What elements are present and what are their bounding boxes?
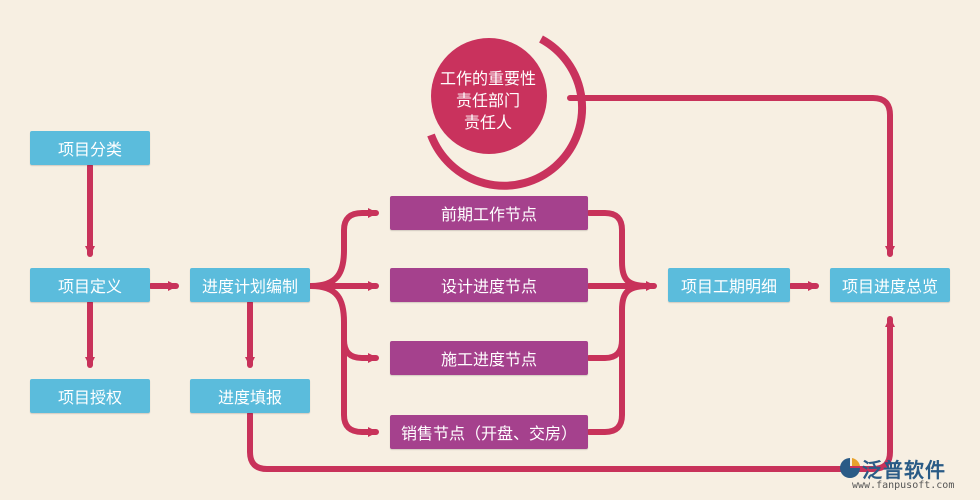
circle-line-2: 责任部门 [455, 91, 520, 110]
node-preliminary-work: 前期工作节点 [390, 196, 588, 230]
fanpu-logo-icon [840, 458, 860, 478]
node-project-authorization: 项目授权 [30, 379, 150, 413]
arrow-to-xiaoshou [341, 337, 379, 437]
circle-line-3: 责任人 [463, 113, 512, 132]
circle-line-1: 工作的重要性 [439, 69, 536, 88]
merge-shigong [586, 283, 651, 361]
node-progress-overview: 项目进度总览 [830, 268, 950, 302]
node-design-progress: 设计进度节点 [390, 268, 588, 302]
arrow-to-qianqi [308, 208, 379, 289]
logo-url: www.fanpusoft.com [852, 480, 955, 491]
node-project-definition: 项目定义 [30, 268, 150, 302]
fanpu-logo: 泛普软件 www.fanpusoft.com [838, 454, 970, 494]
importance-circle-ring [427, 35, 587, 190]
merge-xiaoshou [586, 337, 625, 435]
importance-circle-label: 工作的重要性 责任部门 责任人 [433, 68, 543, 138]
node-project-category: 项目分类 [30, 131, 150, 165]
logo-name: 泛普软件 [862, 458, 946, 482]
arrow-to-shigong [308, 283, 379, 363]
merge-qianqi [586, 210, 651, 289]
arrow-circle-to-zonglan [567, 95, 895, 257]
node-schedule-planning: 进度计划编制 [190, 268, 310, 302]
node-sales: 销售节点（开盘、交房） [390, 415, 588, 449]
importance-circle [431, 38, 547, 154]
node-construction-progress: 施工进度节点 [390, 341, 588, 375]
node-progress-reporting: 进度填报 [190, 379, 310, 413]
arrow-tianbao-to-zonglan [247, 316, 895, 472]
node-duration-details: 项目工期明细 [668, 268, 790, 302]
